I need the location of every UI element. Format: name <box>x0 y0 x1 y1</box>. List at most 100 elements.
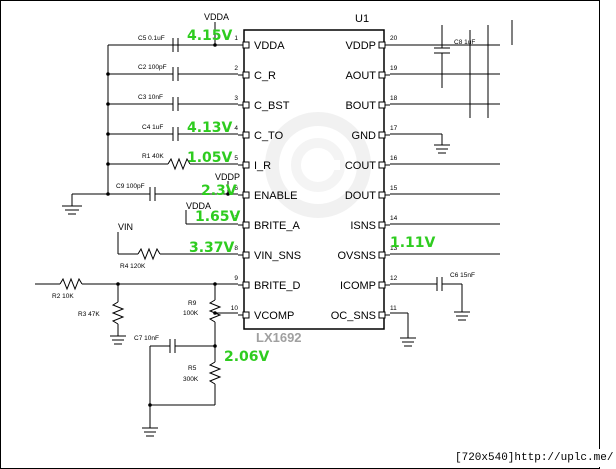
pin-c-bst: 3C_BST <box>234 95 289 112</box>
pin-marker <box>378 101 386 109</box>
pin-number: 9 <box>234 275 238 282</box>
ic-ref: U1 <box>355 13 369 25</box>
pin-name: OC_SNS <box>331 310 376 322</box>
ic-part-number: LX1692 <box>256 330 302 345</box>
pin-marker <box>242 101 250 109</box>
pin-name: I_R <box>254 160 271 172</box>
voltage-brite-a: 1.65V <box>195 209 241 225</box>
r5-ref-label: R5 <box>188 365 197 372</box>
c4-label: C4 1uF <box>142 124 163 131</box>
pin-name: AOUT <box>345 70 376 82</box>
pin-number: 6 <box>234 185 238 192</box>
pin-number: 17 <box>390 125 398 132</box>
pin-name: DOUT <box>345 190 376 202</box>
pin-c-to: 4C_TO <box>234 125 283 142</box>
junction-dots <box>106 43 230 407</box>
pin-name: VDDA <box>254 40 285 52</box>
r9-value-label: 100K <box>183 310 199 317</box>
pin-marker <box>242 41 250 49</box>
pin-number: 14 <box>390 215 398 222</box>
c2-label: C2 100pF <box>138 64 167 71</box>
pin-name: OVSNS <box>337 250 376 262</box>
pin-marker <box>378 191 386 199</box>
pin-i-r: 5I_R <box>234 155 271 172</box>
pin-number: 7 <box>234 215 238 222</box>
r9-ref-label: R9 <box>188 300 197 307</box>
pin-number: 1 <box>234 35 238 42</box>
pin-number: 5 <box>234 155 238 162</box>
r1-label: R1 40K <box>142 153 164 160</box>
pin-marker <box>378 71 386 79</box>
pin-name: ENABLE <box>254 190 297 202</box>
pin-marker <box>242 161 250 169</box>
cap-bank-wiring <box>35 22 238 437</box>
voltage-vdda: 4.15V <box>187 28 233 44</box>
voltage-vin-sns: 3.37V <box>189 240 235 256</box>
pin-marker <box>378 311 386 319</box>
pin-number: 10 <box>231 305 239 312</box>
pin-name: VIN_SNS <box>254 250 301 262</box>
r5-value-label: 300K <box>183 376 199 383</box>
pin-marker <box>242 191 250 199</box>
net-vddp: VDDP <box>215 172 240 182</box>
pin-name: GND <box>352 130 377 142</box>
c5-label: C5 0.1uF <box>138 35 165 42</box>
pin-name: BOUT <box>345 100 376 112</box>
pin-marker <box>378 281 386 289</box>
pin-marker <box>378 131 386 139</box>
pin-name: C_BST <box>254 100 290 112</box>
pin-name: COUT <box>345 160 376 172</box>
pin-name: ICOMP <box>340 280 376 292</box>
pin-marker <box>378 221 386 229</box>
footer-caption: [720x540]http://uplc.me/ <box>452 449 616 467</box>
pin-number: 16 <box>390 155 398 162</box>
pin-marker <box>378 251 386 259</box>
pin-name: VCOMP <box>254 310 294 322</box>
watermark-logo-icon <box>265 112 371 218</box>
voltage-vcomp: 2.06V <box>224 349 270 365</box>
r4-label: R4 120K <box>120 263 146 270</box>
pin-name: BRITE_A <box>254 220 301 232</box>
pin-marker <box>378 161 386 169</box>
pin-name: VDDP <box>345 40 376 52</box>
pin-number: 20 <box>390 35 398 42</box>
pin-name: BRITE_D <box>254 280 301 292</box>
net-vin: VIN <box>118 222 133 232</box>
pin-name: C_R <box>254 70 276 82</box>
pin-number: 19 <box>390 65 398 72</box>
pin-name: ISNS <box>350 220 376 232</box>
pin-number: 12 <box>390 275 398 282</box>
voltage-enable: 2.3V <box>201 183 237 199</box>
pin-name: C_TO <box>254 130 284 142</box>
voltage-ovsns: 1.11V <box>390 235 436 251</box>
pin-number: 2 <box>234 65 238 72</box>
right-side-wiring <box>390 20 513 347</box>
pin-number: 8 <box>234 245 238 252</box>
pin-number: 15 <box>390 185 398 192</box>
r3-label: R3 47K <box>78 311 100 318</box>
pin-marker <box>242 251 250 259</box>
c3-label: C3 10nF <box>138 94 163 101</box>
pin-marker <box>242 71 250 79</box>
c7-label: C7 10nF <box>134 335 159 342</box>
pin-number: 3 <box>234 95 238 102</box>
r2-label: R2 10K <box>52 293 74 300</box>
pin-marker <box>378 41 386 49</box>
pin-marker <box>242 311 250 319</box>
